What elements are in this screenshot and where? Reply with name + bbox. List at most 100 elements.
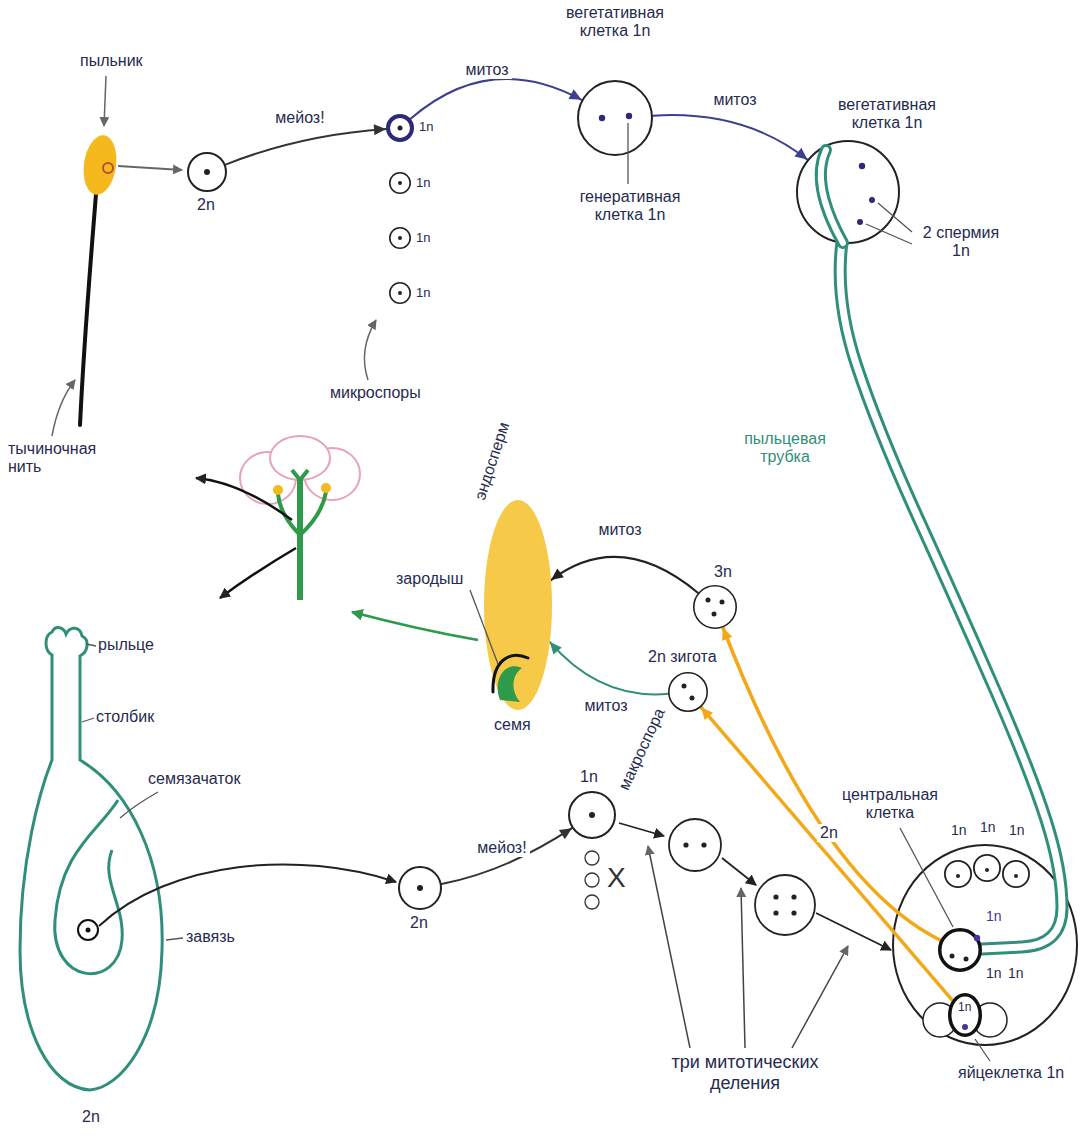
- nucleus: [869, 197, 875, 203]
- pointer: [741, 888, 745, 1048]
- cell-circle-shape: [188, 153, 226, 191]
- nucleus: [398, 126, 403, 131]
- connector-line: [411, 79, 582, 119]
- edge-label: митоз: [595, 521, 644, 539]
- pointer: [792, 946, 848, 1048]
- node-label: 1n: [986, 908, 1002, 924]
- node-label: 1n: [958, 1001, 971, 1015]
- central-cell: центральная клетка1n1n1n: [938, 928, 982, 972]
- node-label: 2n зигота: [648, 648, 717, 666]
- megaspore: 1nмакроспора: [568, 791, 616, 839]
- node-label: 2n: [197, 196, 215, 214]
- leader-line: [86, 644, 96, 646]
- connector-line: [551, 557, 698, 593]
- pollen-grain: вегетативная клетка 1nгенеративная клетк…: [577, 80, 653, 156]
- connector-line: [701, 707, 952, 1000]
- microspore: 1n: [389, 227, 411, 249]
- antipodal-cell-outline: [973, 854, 1001, 882]
- ovule-cell: [78, 920, 98, 940]
- leader-line: [104, 76, 106, 126]
- edge-label: 2n: [817, 824, 841, 842]
- cell-circle-outline: [187, 152, 227, 192]
- pollen-tube: [821, 150, 843, 243]
- petal: [270, 436, 330, 480]
- part-label: завязь: [186, 928, 235, 946]
- edge-label: митоз: [581, 697, 630, 715]
- nucleus: [701, 842, 706, 847]
- megaspore-shape: [569, 792, 615, 838]
- node-label: 1n: [1009, 822, 1025, 838]
- microspore-outline: [386, 114, 414, 142]
- nucleus: [706, 598, 711, 603]
- part-label: микроспоры: [330, 384, 421, 402]
- leader-line: [878, 203, 912, 232]
- seed-shape: [484, 500, 552, 710]
- edge-label: пыльцевая трубка: [732, 430, 838, 467]
- degenerating-cell: [585, 873, 599, 887]
- part-label: рыльце: [98, 636, 154, 654]
- pollen-grain-outline: [577, 80, 653, 156]
- zygote-outline: [668, 672, 708, 712]
- anther: [321, 483, 331, 493]
- part-label: тычиночная нить: [8, 440, 118, 477]
- egg-cell-shape: [950, 995, 981, 1036]
- leader-line: [120, 792, 158, 818]
- connector-line: [653, 115, 807, 159]
- node-label: 1n: [986, 965, 1002, 981]
- nucleus: [773, 894, 778, 899]
- nucleus: [791, 910, 796, 915]
- cell-circle-outline: [398, 866, 442, 910]
- leader-line: [866, 224, 912, 244]
- antipodal-cell-outline: [1002, 860, 1030, 888]
- arrow-head: [559, 828, 572, 839]
- leader-line: [52, 380, 75, 436]
- node-label: вегетативная клетка 1n: [545, 4, 685, 41]
- node-label: 1n: [980, 819, 996, 835]
- arrow: [99, 864, 396, 926]
- nucleus: [962, 1024, 968, 1030]
- microspore-shape: [388, 116, 412, 140]
- two-nuclei-cell: [669, 819, 721, 871]
- microspore: 1n: [389, 172, 411, 194]
- nucleus: [626, 113, 632, 119]
- edge-label: мейоз!: [272, 109, 327, 127]
- nucleus: [398, 291, 402, 295]
- connector-line: [442, 828, 572, 884]
- embryo: [498, 666, 522, 702]
- node-label: генеративная клетка 1n: [560, 188, 700, 225]
- part-label: столбик: [96, 708, 154, 726]
- microspore-outline: [389, 172, 411, 194]
- stamen: [278, 494, 300, 535]
- node-label: центральная клетка: [840, 786, 940, 823]
- arrow-head: [550, 642, 562, 655]
- microspore-shape: [390, 283, 410, 303]
- pointer: [648, 846, 690, 1048]
- node-label: 2 спермия 1n: [916, 224, 1006, 261]
- node-label: 1n: [580, 768, 598, 786]
- central-cell-outline: [938, 928, 982, 972]
- microspore-outline: [389, 282, 411, 304]
- node-label: 1n: [951, 822, 967, 838]
- pistil-outline: [20, 628, 162, 1090]
- connector: [722, 628, 940, 941]
- nucleus: [773, 910, 778, 915]
- node-label: эндосперм: [471, 420, 513, 502]
- pollen-grain-outline: [796, 140, 900, 244]
- nucleus: [690, 696, 695, 701]
- node-label: семя: [494, 716, 531, 734]
- anther-cell: [103, 163, 113, 173]
- part-label: X: [607, 862, 626, 894]
- nucleus: [712, 612, 717, 617]
- part-label: 2n: [82, 1108, 100, 1126]
- node-label: 1n: [1008, 965, 1024, 981]
- nucleus: [950, 954, 955, 959]
- nucleus: [985, 868, 989, 872]
- seed: эндоспермзародышсемя: [484, 500, 552, 710]
- edge-label: митоз: [462, 61, 511, 79]
- arrow-head: [701, 707, 713, 720]
- arrow: [816, 913, 891, 950]
- nucleus: [720, 600, 725, 605]
- node-label: 1n: [416, 176, 430, 191]
- nucleus: [417, 885, 423, 891]
- nucleus: [398, 236, 402, 240]
